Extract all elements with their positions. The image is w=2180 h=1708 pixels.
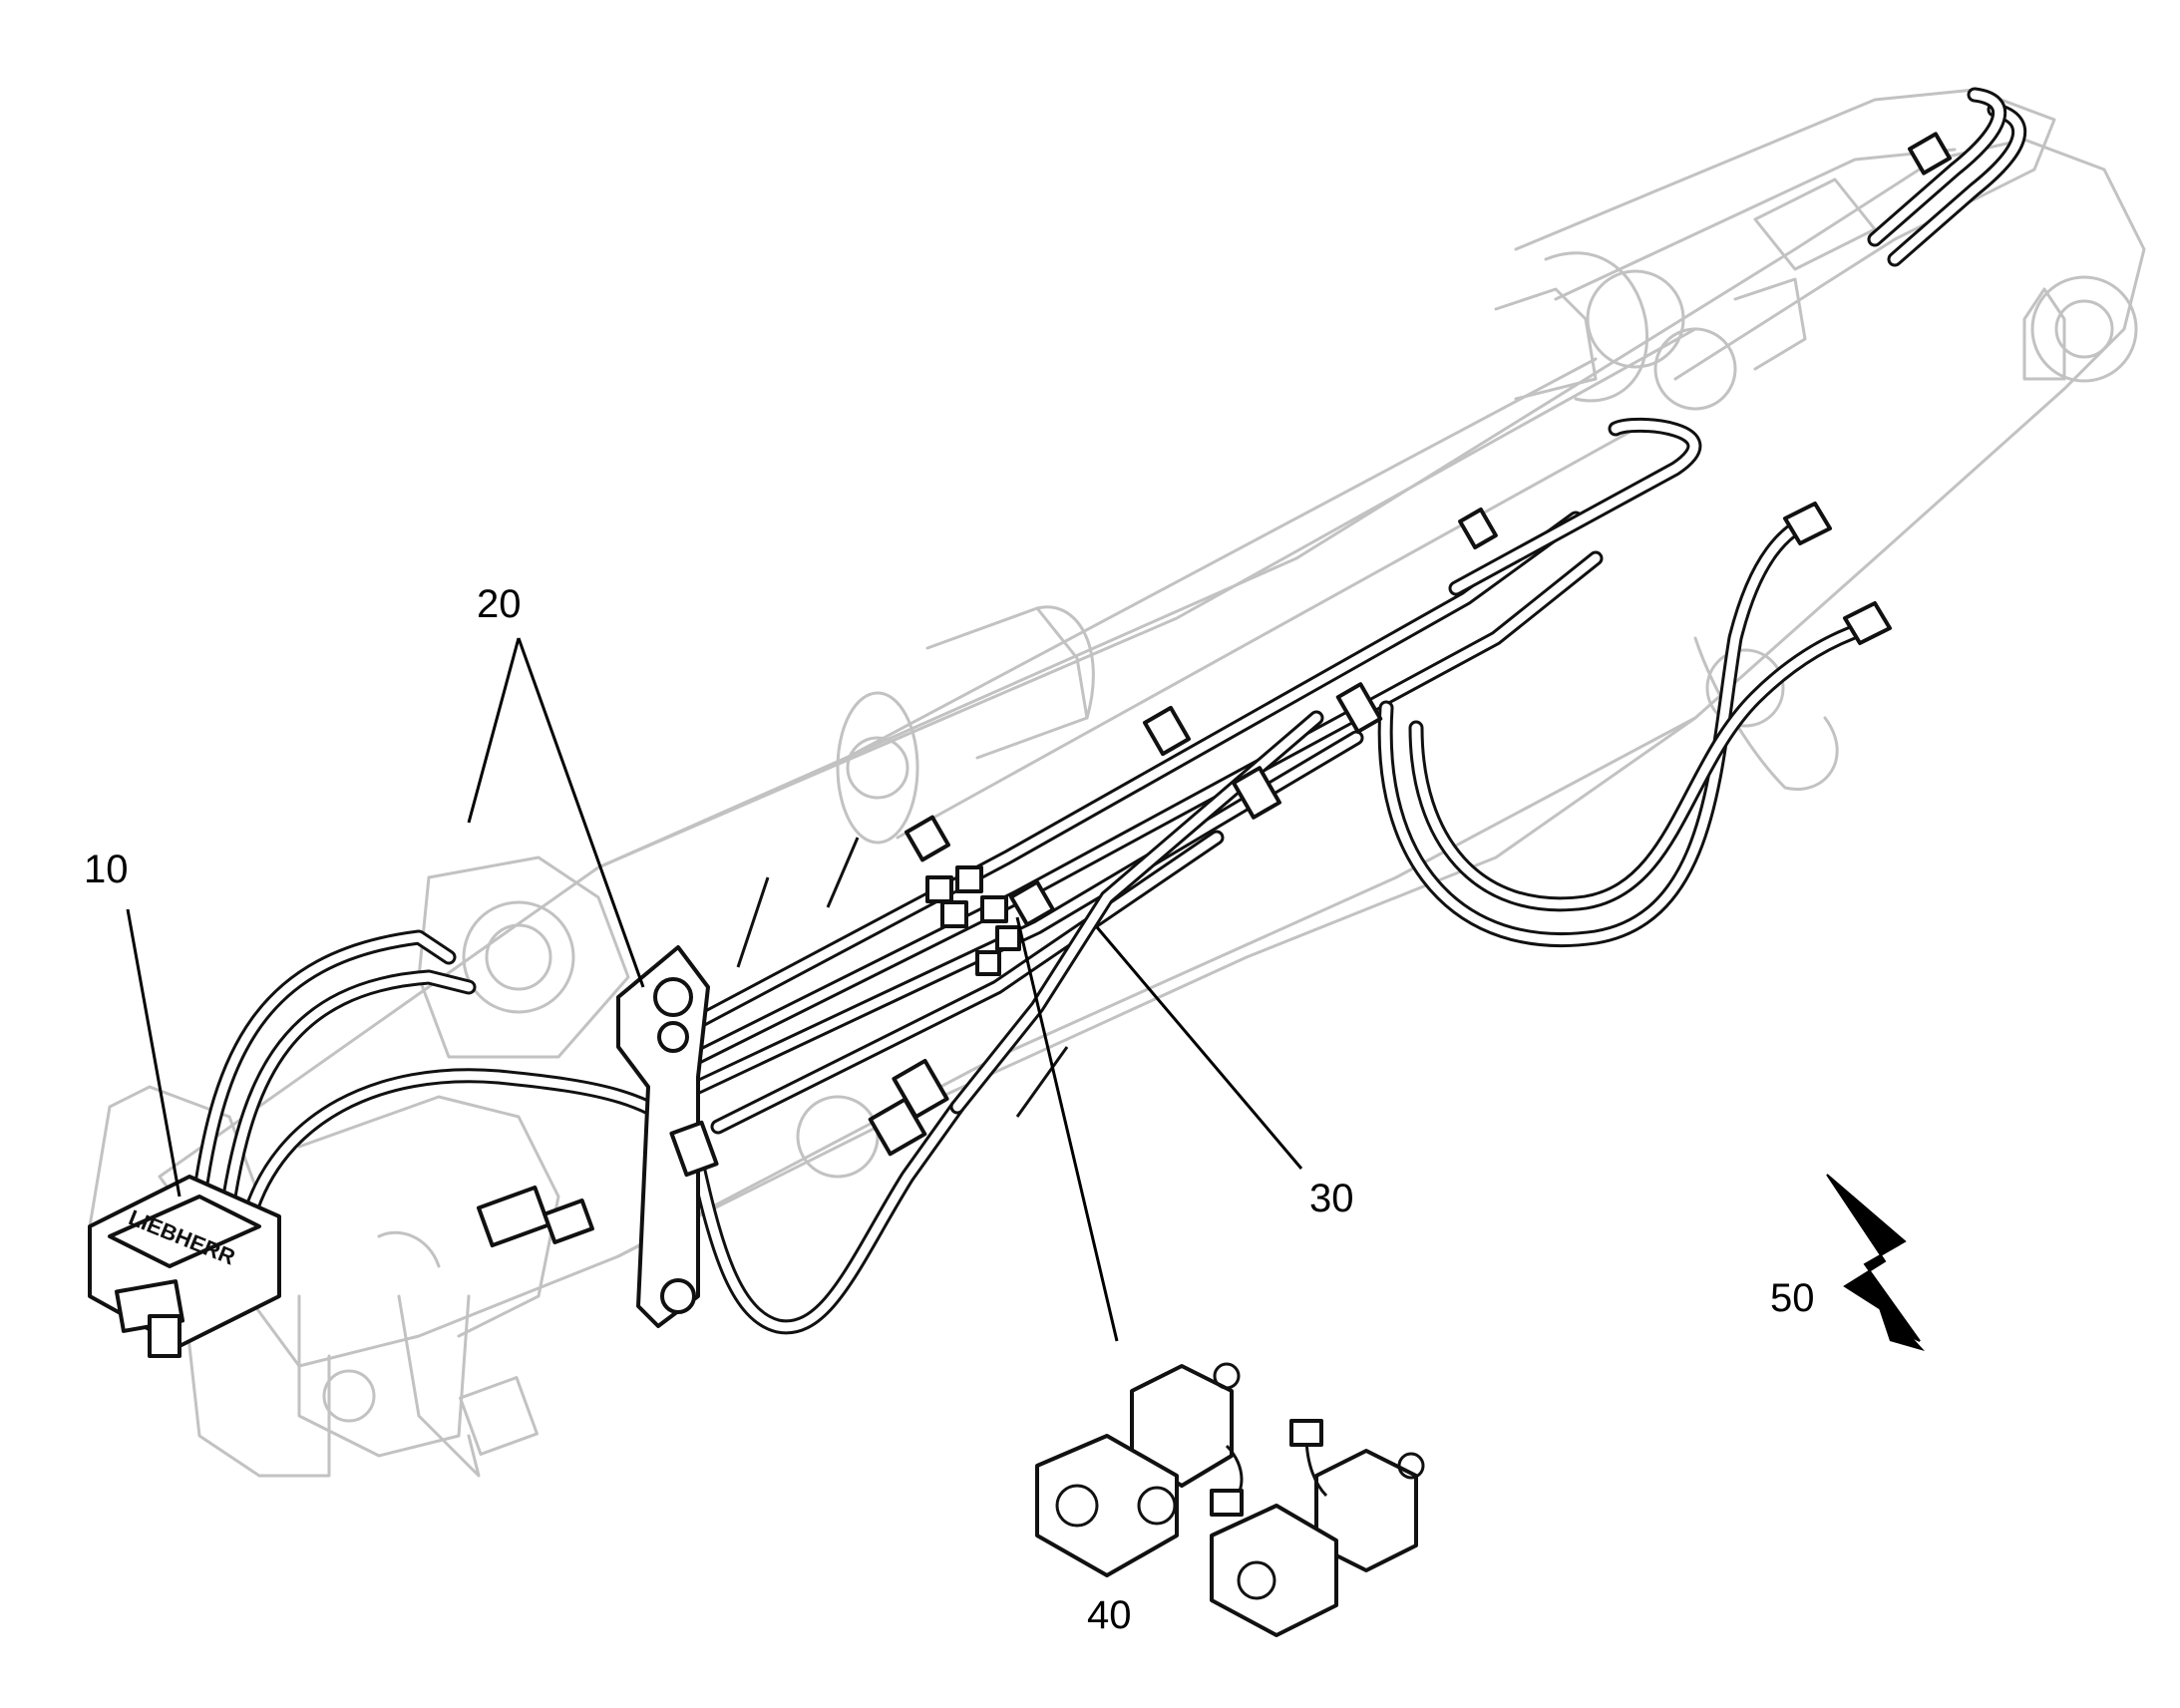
callout-40: 40 [1087, 1593, 1132, 1637]
callout-20: 20 [477, 582, 522, 626]
solenoid-valve-group [1035, 1362, 1425, 1637]
leader-40 [1015, 916, 1119, 1342]
leader-10 [126, 908, 182, 1197]
boom-structure [88, 88, 2146, 1478]
leader-30 [1095, 926, 1303, 1170]
leader-lines [126, 637, 1303, 1342]
callout-10: 10 [84, 848, 129, 891]
leader-20b [517, 637, 645, 988]
callout-30: 30 [1309, 1177, 1354, 1220]
liebherr-head-unit: LIEBHERR [88, 1175, 281, 1358]
callout-50: 50 [1770, 1276, 1815, 1320]
fittings [476, 132, 1952, 1328]
leader-20a [467, 637, 521, 824]
lightning-arrow-icon [1826, 1174, 1925, 1351]
